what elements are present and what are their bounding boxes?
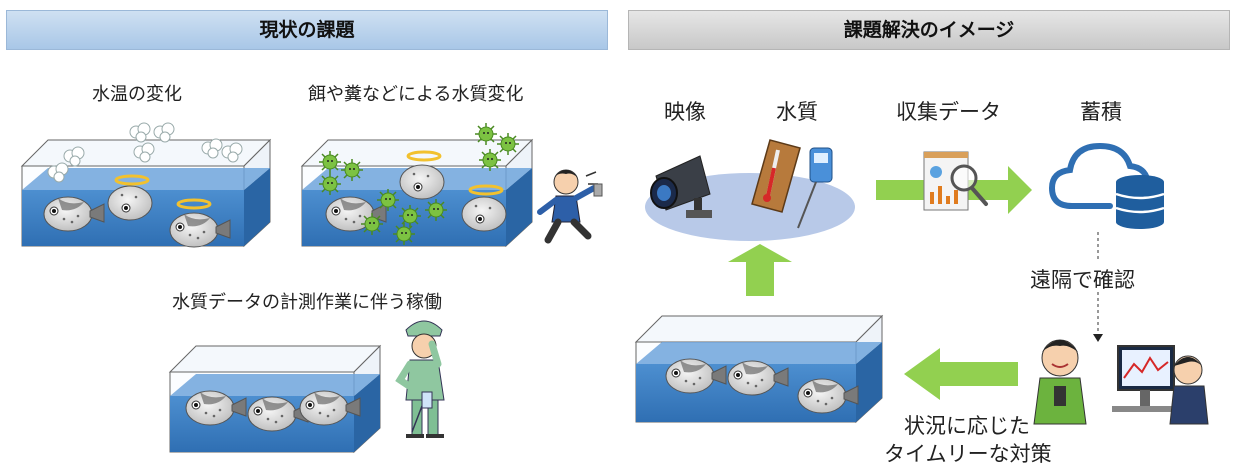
issue-labor-label: 水質データの計測作業に伴う稼働 — [172, 292, 442, 313]
remote-check-label: 遠隔で確認 — [1030, 268, 1135, 292]
person-at-monitor-icon — [1112, 345, 1209, 425]
water-quality-label: 水質 — [776, 100, 818, 124]
video-label: 映像 — [664, 100, 706, 124]
arrow-up-to-sensors — [728, 244, 792, 296]
person-with-smartphone-icon — [1033, 339, 1087, 425]
thermometer-icon — [751, 139, 801, 213]
tank-measurement-illustration — [168, 344, 382, 454]
tank-temperature-illustration — [20, 122, 272, 248]
action-label-line2: タイムリーな対策 — [884, 442, 1052, 466]
collected-data-label: 収集データ — [896, 100, 1001, 124]
arrow-to-tank — [904, 348, 1018, 400]
solution-image-header: 課題解決のイメージ — [628, 10, 1230, 50]
dashed-arrowhead — [1093, 334, 1103, 342]
current-issues-header: 現状の課題 — [6, 10, 608, 50]
tank-water-quality-illustration — [300, 122, 534, 248]
camera-icon — [650, 155, 712, 218]
tired-worker-icon — [395, 320, 445, 438]
report-magnifier-icon — [923, 151, 988, 211]
issue-temperature-label: 水温の変化 — [92, 84, 182, 105]
action-label-line1: 状況に応じた — [904, 414, 1030, 438]
issue-water-quality-label: 餌や糞などによる水質変化 — [308, 84, 524, 105]
storage-label: 蓄積 — [1080, 100, 1122, 124]
running-person-icon — [537, 169, 603, 244]
water-quality-meter-icon — [797, 147, 833, 229]
tank-monitored-illustration — [634, 314, 884, 424]
cloud-database-icon — [1048, 142, 1165, 229]
